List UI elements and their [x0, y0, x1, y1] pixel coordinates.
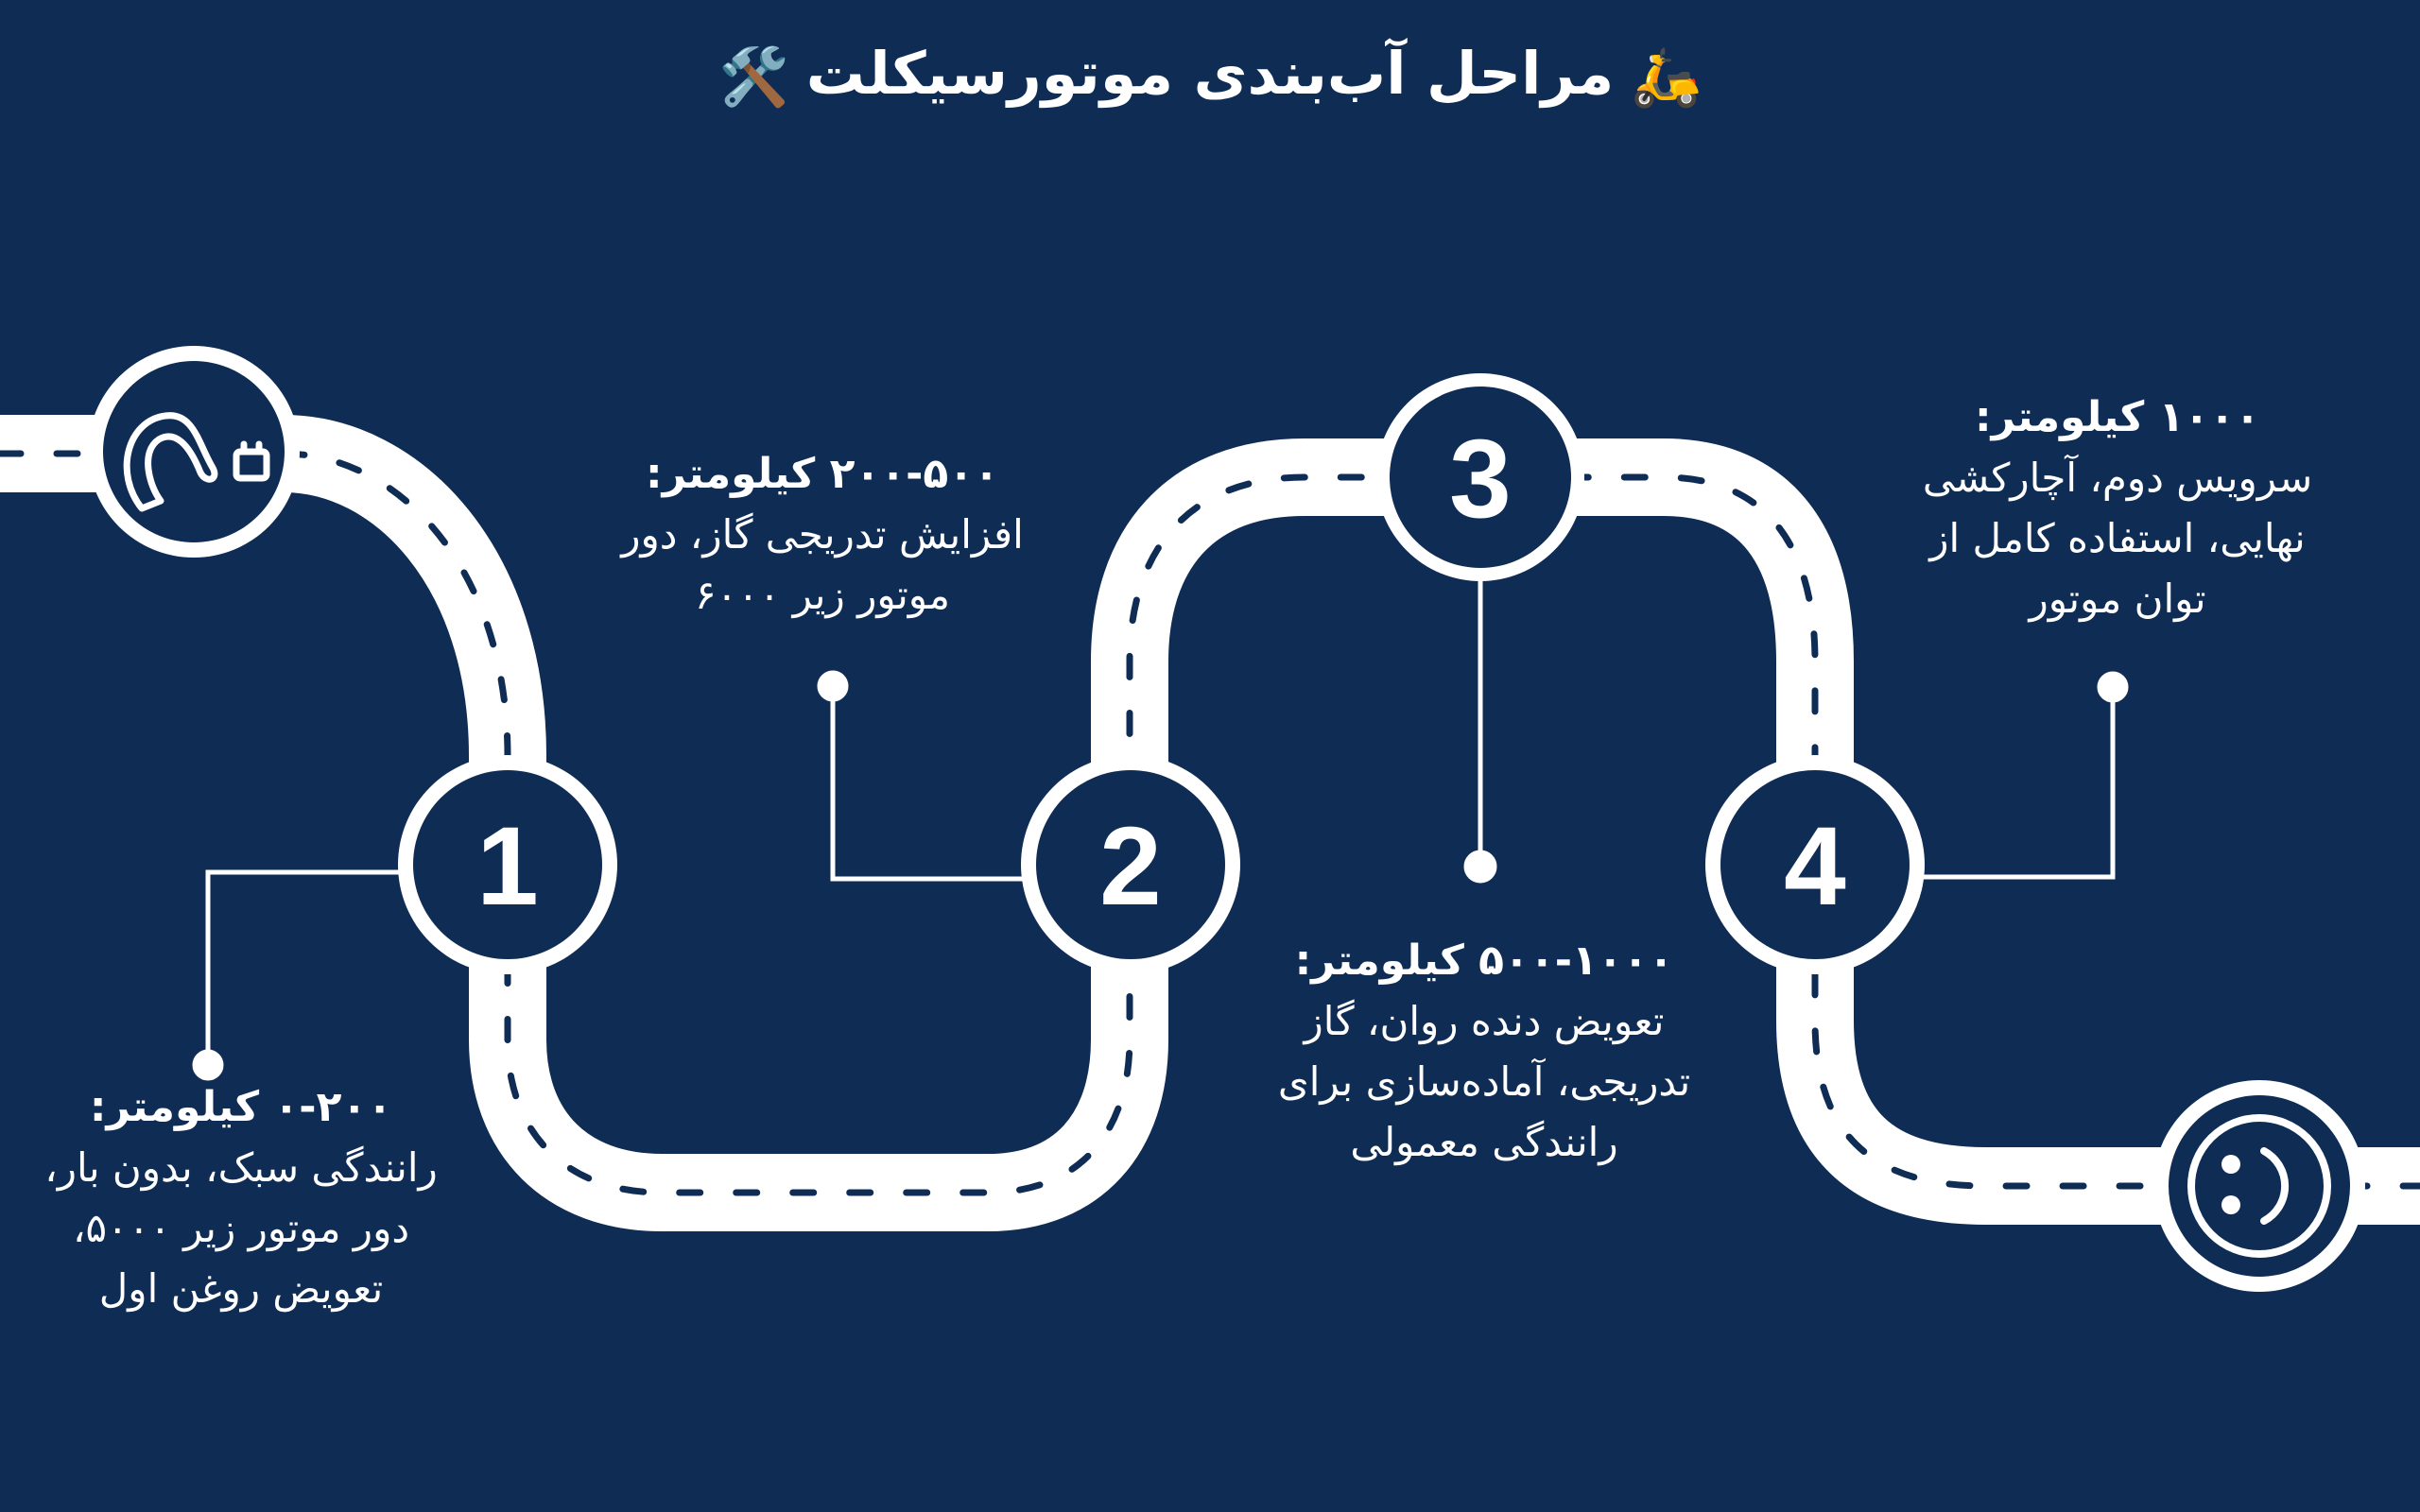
step-heading: ۵۰۰-۱۰۰۰ کیلومتر:: [1294, 936, 1674, 985]
step-heading: ۱۰۰۰ کیلومتر:: [1974, 393, 2260, 441]
step-number: 2: [1099, 804, 1162, 929]
start-node: [88, 346, 300, 558]
step-heading: ۲۰۰-۵۰۰ کیلومتر:: [646, 450, 999, 498]
step-description-line: افزایش تدریجی گاز، دور: [621, 511, 1024, 558]
step-description-line: تعویض دنده روان، گاز: [1304, 998, 1665, 1044]
connector-step-4: [1919, 671, 2129, 880]
step-number: 4: [1784, 804, 1846, 929]
connector-step-1: [192, 869, 402, 1081]
smiley-icon: [2187, 1114, 2331, 1258]
step-node-2: 2: [1021, 755, 1240, 974]
step-node-4: 4: [1705, 755, 1925, 974]
step-number: 1: [476, 804, 539, 929]
end-node: [2153, 1080, 2365, 1292]
step-description-line: تدریجی، آماده‌سازی برای: [1277, 1058, 1691, 1105]
step-description-line: تعویض روغن اول: [98, 1265, 384, 1312]
lane-marking: [0, 450, 2420, 1196]
connector-step-2: [817, 670, 1026, 882]
step-description-line: موتور زیر ۶۰۰۰: [695, 572, 950, 618]
step-description-line: رانندگی سبک، بدون بار،: [44, 1144, 438, 1191]
step-description-line: توان موتور: [2029, 576, 2206, 622]
step-1-text: ۰-۲۰۰ کیلومتر: رانندگی سبک، بدون بار، دو…: [19, 1077, 463, 1319]
step-3-text: ۵۰۰-۱۰۰۰ کیلومتر: تعویض دنده روان، گاز ت…: [1238, 931, 1730, 1173]
step-heading: ۰-۲۰۰ کیلومتر:: [89, 1083, 393, 1131]
title-text: مراحل آب‌بندی موتورسیکلت: [805, 39, 1615, 108]
step-4-text: ۱۰۰۰ کیلومتر: سرویس دوم، آچارکشی نهایی، …: [1881, 387, 2354, 629]
step-description-line: دور موتور زیر ۵۰۰۰،: [72, 1205, 410, 1251]
scooter-icon: 🛵: [1631, 43, 1702, 111]
engine-oil-icon: [123, 412, 270, 512]
step-number: 3: [1449, 417, 1512, 541]
connector-step-3: [1463, 576, 1497, 884]
step-description-line: سرویس دوم، آچارکشی: [1922, 455, 2313, 501]
step-description-line: رانندگی معمولی: [1350, 1119, 1618, 1165]
step-node-1: 1: [398, 755, 617, 974]
step-2-text: ۲۰۰-۵۰۰ کیلومتر: افزایش تدریجی گاز، دور …: [586, 444, 1059, 626]
step-node-3: 3: [1376, 373, 1584, 581]
tools-icon: 🛠️: [718, 43, 789, 111]
page-title: 🛵مراحل آب‌بندی موتورسیکلت🛠️: [0, 26, 2420, 125]
step-description-line: نهایی، استفاده کامل از: [1929, 515, 2306, 561]
